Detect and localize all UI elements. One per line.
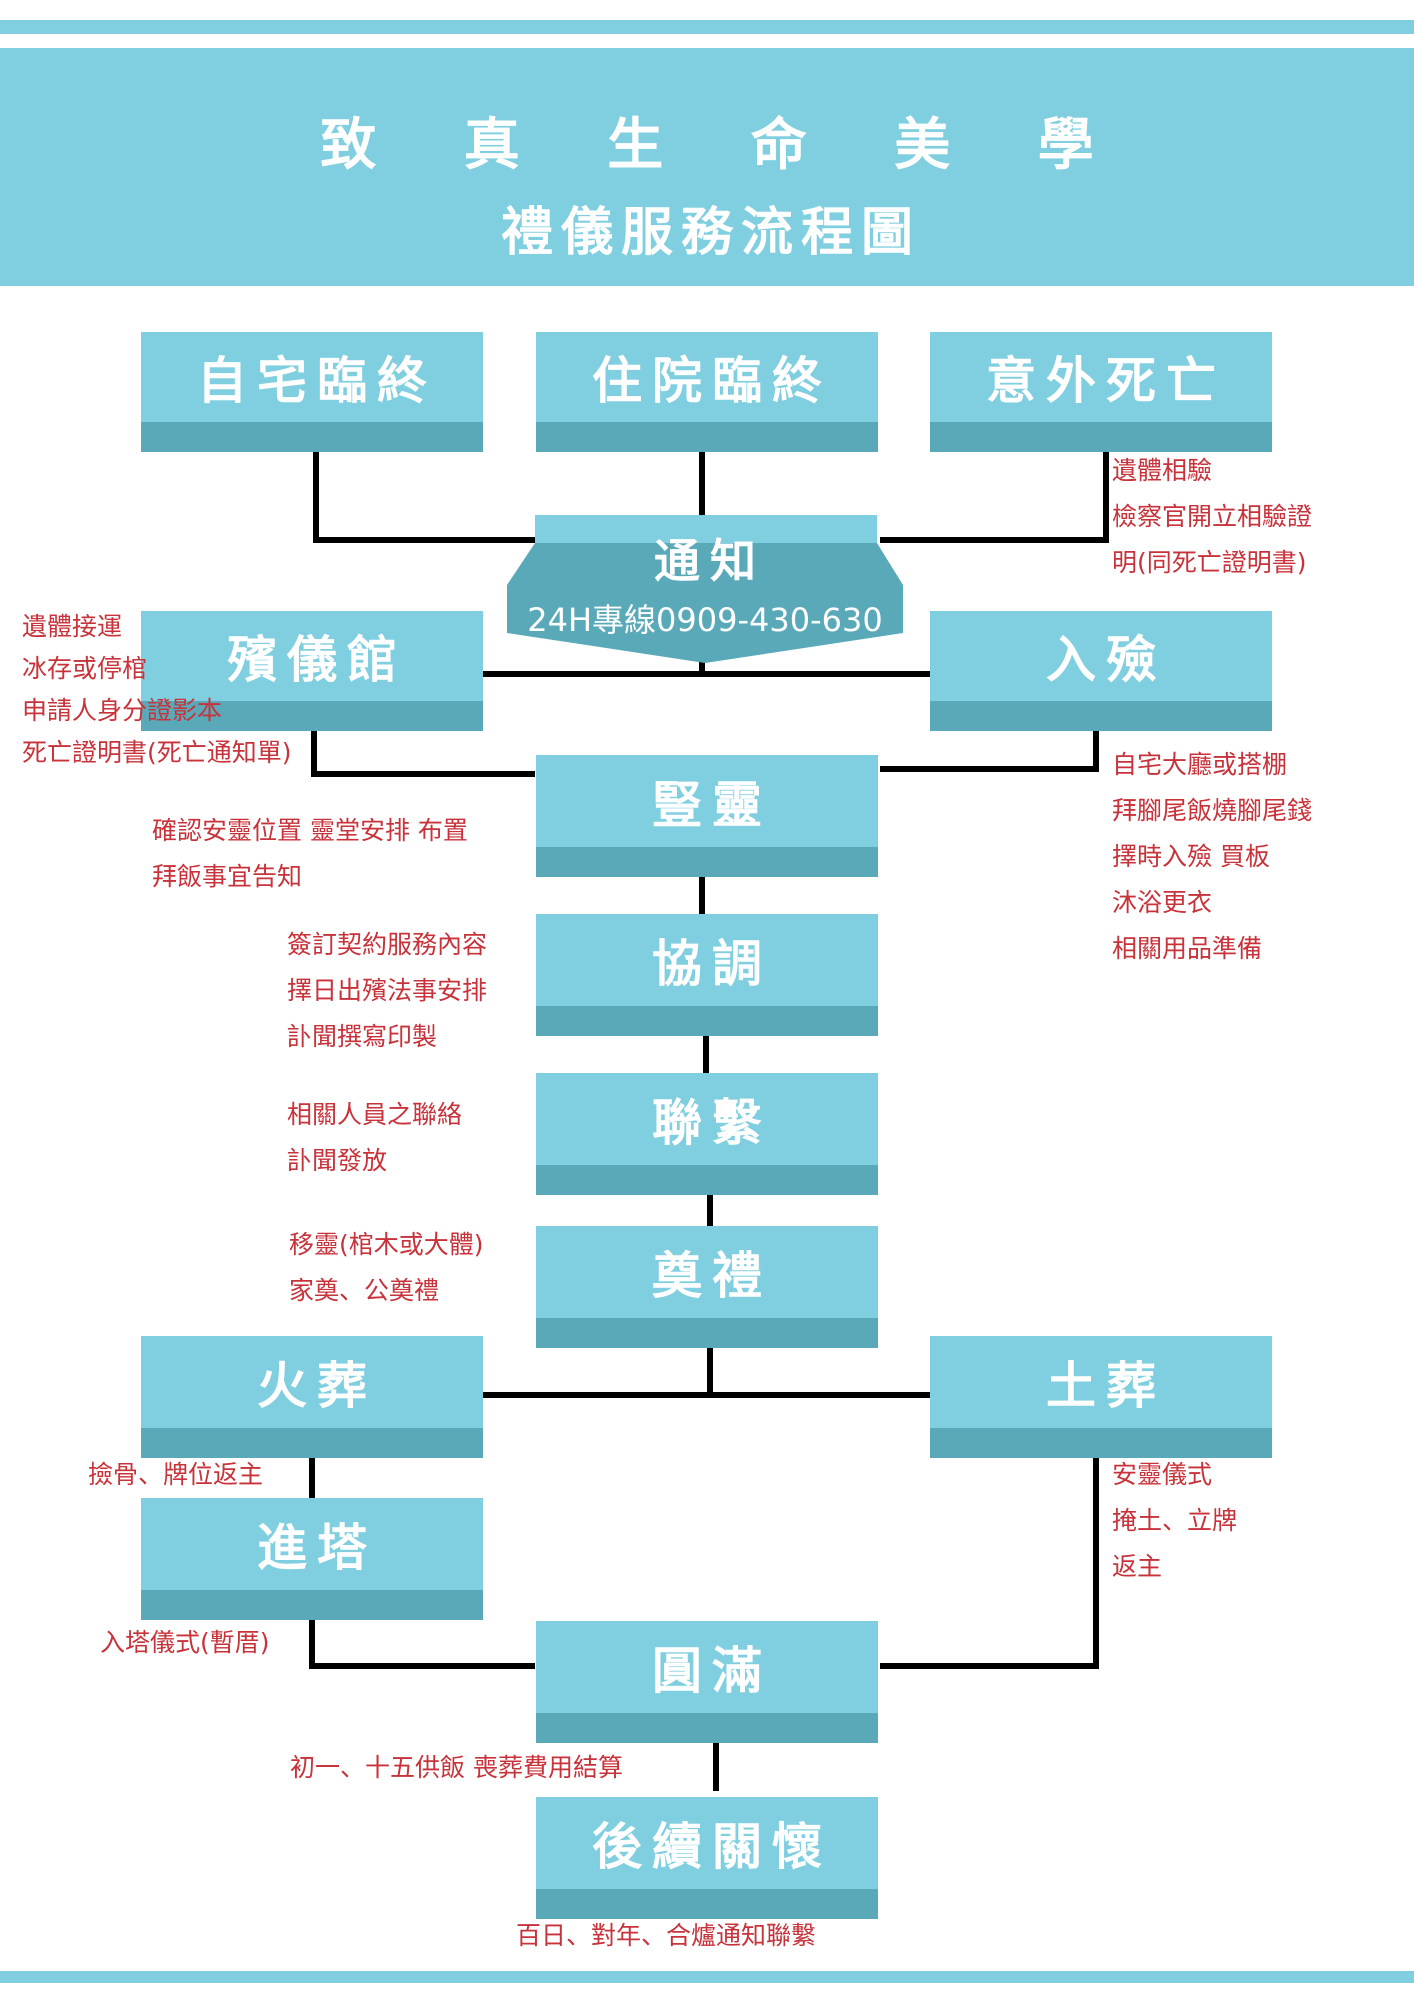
box-accidental-death: 意外死亡: [930, 332, 1272, 452]
box-cremation: 火葬: [141, 1336, 483, 1458]
box-notify: 通知 24H專線0909-430-630: [505, 515, 905, 675]
note-burial: 安靈儀式 掩土、立牌 返主: [1112, 1460, 1238, 1581]
line-memorial-down: [707, 1340, 713, 1398]
box-funeral-home: 殯儀館: [141, 611, 483, 731]
header-banner: 致 真 生 命 美 學 禮儀服務流程圖: [0, 48, 1414, 286]
line-accident-left: [880, 537, 1109, 543]
notify-phone: 24H專線0909-430-630: [527, 601, 883, 639]
line-completion-followup: [713, 1741, 719, 1791]
note-coordinate: 簽訂契約服務內容 擇日出殯法事安排 訃聞撰寫印製: [287, 930, 488, 1051]
box-coordinate: 協調: [536, 914, 878, 1036]
box-completion: 圓滿: [536, 1621, 878, 1743]
note-enter-tower: 入塔儀式(暫厝): [100, 1628, 270, 1657]
note-followup: 百日、對年、合爐通知聯繫: [516, 1921, 817, 1950]
line-tower-completion: [309, 1663, 535, 1669]
line-notify-down: [699, 655, 705, 677]
box-hospital-death: 住院臨終: [536, 332, 878, 452]
line-tower-down: [309, 1620, 315, 1668]
line-contact-memorial: [707, 1180, 713, 1226]
line-cremation-burial: [482, 1392, 930, 1398]
note-completion: 初一、十五供飯 喪葬費用結算: [290, 1753, 623, 1782]
note-accident: 遺體相驗 檢察官開立相驗證 明(同死亡證明書): [1112, 456, 1313, 577]
note-contact: 相關人員之聯絡 訃聞發放: [287, 1100, 463, 1175]
note-encoffin: 自宅大廳或搭棚 拜腳尾飯燒腳尾錢 擇時入殮 買板 沐浴更衣 相關用品準備: [1112, 750, 1313, 963]
line-shuling-coordinate: [699, 862, 705, 914]
line-burial-completion: [880, 1663, 1099, 1669]
box-memorial: 奠禮: [536, 1226, 878, 1348]
bottom-stripe: [0, 1971, 1414, 1983]
line-encoffin-down: [1093, 724, 1099, 771]
note-memorial: 移靈(棺木或大體) 家奠、公奠禮: [289, 1230, 484, 1305]
line-home-right: [313, 537, 535, 543]
box-home-death: 自宅臨終: [141, 332, 483, 452]
line-funeral-encoffin: [482, 671, 930, 677]
top-stripe: [0, 20, 1414, 34]
notify-hexagon: [507, 515, 903, 663]
line-burial-down: [1093, 1448, 1099, 1668]
box-enter-tower: 進塔: [141, 1498, 483, 1620]
line-funeral-down: [311, 728, 317, 776]
line-funeral-shuling: [311, 771, 535, 777]
box-contact: 聯繫: [536, 1073, 878, 1195]
box-encoffin: 入殮: [930, 611, 1272, 731]
line-accident-down: [1103, 436, 1109, 542]
line-encoffin-shuling: [880, 766, 1099, 772]
note-cremation: 撿骨、牌位返主: [88, 1460, 264, 1489]
page-title: 致 真 生 命 美 學: [320, 112, 1128, 178]
line-hospital-down: [699, 436, 705, 518]
note-shuling: 確認安靈位置 靈堂安排 布置 拜飯事宜告知: [152, 816, 468, 891]
line-cremation-tower: [309, 1450, 315, 1498]
box-followup: 後續關懷: [536, 1797, 878, 1919]
line-home-down: [313, 436, 319, 542]
line-coordinate-contact: [703, 1020, 709, 1074]
page-subtitle: 禮儀服務流程圖: [500, 202, 921, 263]
note-funeral-home: 遺體接運 冰存或停棺 申請人身分證影本 死亡證明書(死亡通知單): [22, 612, 292, 767]
box-shuling: 豎靈: [536, 755, 878, 877]
box-burial: 土葬: [930, 1336, 1272, 1458]
notify-title: 通知: [654, 534, 766, 588]
